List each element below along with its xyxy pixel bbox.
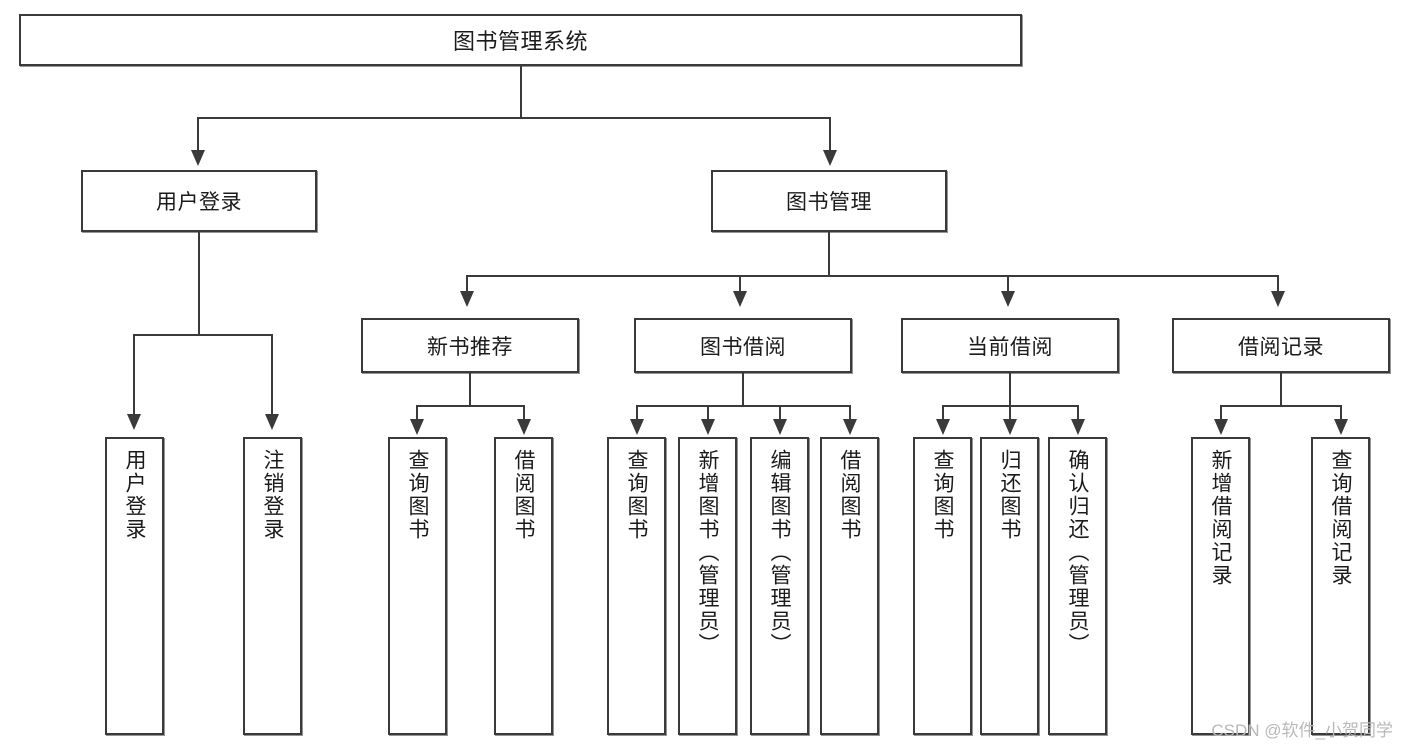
leaf-label: 新增借阅记录 [1209, 449, 1232, 587]
leaf-label: 注销登录 [261, 449, 284, 541]
connector-to-book-management [829, 117, 831, 155]
connector-br-drop-2 [1340, 405, 1342, 422]
leaf-bb-edit-book-admin[interactable]: 编辑图书（管理员） [750, 437, 809, 735]
leaf-label: 编辑图书（管理员） [768, 449, 791, 656]
node-label: 图书管理 [786, 191, 872, 214]
node-label: 图书借阅 [700, 335, 786, 359]
connector-book-management-stem [828, 232, 830, 276]
leaf-nb-query-book[interactable]: 查询图书 [388, 437, 447, 735]
connector-root-stem [520, 66, 522, 118]
connector-current-borrow-stem [1009, 373, 1011, 406]
node-book-management[interactable]: 图书管理 [711, 170, 947, 232]
arrowhead-leaf-logout [265, 414, 279, 430]
node-label: 用户登录 [156, 191, 242, 214]
connector-to-user-login [197, 117, 199, 155]
leaf-bb-query-book[interactable]: 查询图书 [607, 437, 666, 735]
node-borrow-record[interactable]: 借阅记录 [1172, 318, 1390, 373]
leaf-label: 查询借阅记录 [1329, 449, 1352, 587]
arrowhead-new-book [460, 291, 474, 307]
connector-borrow-record-stem [1280, 373, 1282, 406]
arrowhead-cb-leaf-1 [936, 419, 950, 435]
arrowhead-current-borrow [1001, 291, 1015, 307]
leaf-cb-confirm-return-admin[interactable]: 确认归还（管理员） [1048, 437, 1107, 735]
connector-user-login-stem [198, 232, 200, 335]
arrowhead-borrow-record [1271, 291, 1285, 307]
connector-bb-drop-2 [707, 405, 709, 422]
arrowhead-br-leaf-2 [1334, 419, 1348, 435]
arrowhead-bb-leaf-2 [701, 419, 715, 435]
leaf-bb-borrow-book[interactable]: 借阅图书 [820, 437, 879, 735]
connector-level2-bus [197, 117, 830, 119]
arrowhead-cb-leaf-3 [1071, 419, 1085, 435]
leaf-label: 归还图书 [998, 449, 1021, 541]
node-user-login[interactable]: 用户登录 [81, 170, 317, 232]
connector-user-login-drop-2 [271, 334, 273, 418]
csdn-watermark: CSDN @软件_小贺同学 [1211, 721, 1393, 740]
arrowhead-user-login [191, 150, 205, 166]
node-book-borrow[interactable]: 图书借阅 [634, 318, 852, 373]
arrowhead-bb-leaf-3 [773, 419, 787, 435]
arrowhead-bb-leaf-4 [843, 419, 857, 435]
leaf-label: 查询图书 [406, 449, 429, 541]
connector-new-book-drop-2 [523, 405, 525, 422]
connector-book-borrow-stem [742, 373, 744, 406]
arrowhead-nb-leaf-1 [410, 419, 424, 435]
arrowhead-nb-leaf-2 [517, 419, 531, 435]
connector-to-current-borrow [1007, 275, 1009, 295]
arrowhead-bb-leaf-1 [630, 419, 644, 435]
node-root-system[interactable]: 图书管理系统 [19, 14, 1022, 66]
connector-level3-bus [466, 275, 1278, 277]
arrowhead-book-management [823, 150, 837, 166]
leaf-label: 新增图书（管理员） [696, 449, 719, 656]
connector-cb-drop-1 [942, 405, 944, 422]
connector-borrow-record-bus [1220, 405, 1342, 407]
node-label: 借阅记录 [1238, 335, 1324, 359]
leaf-label: 查询图书 [931, 449, 954, 541]
node-current-borrow[interactable]: 当前借阅 [901, 318, 1119, 373]
leaf-user-login[interactable]: 用户登录 [105, 437, 164, 735]
connector-bb-drop-4 [849, 405, 851, 422]
connector-to-new-book [466, 275, 468, 295]
arrowhead-cb-leaf-2 [1003, 419, 1017, 435]
connector-book-borrow-bus [636, 405, 851, 407]
arrowhead-book-borrow [733, 291, 747, 307]
connector-br-drop-1 [1220, 405, 1222, 422]
leaf-bb-add-book-admin[interactable]: 新增图书（管理员） [678, 437, 737, 735]
leaf-label: 借阅图书 [512, 449, 535, 541]
node-label: 图书管理系统 [452, 29, 588, 54]
leaf-cb-query-book[interactable]: 查询图书 [913, 437, 972, 735]
connector-new-book-drop-1 [416, 405, 418, 422]
connector-bb-drop-3 [779, 405, 781, 422]
leaf-nb-borrow-book[interactable]: 借阅图书 [494, 437, 553, 735]
node-label: 新书推荐 [427, 335, 513, 359]
arrowhead-leaf-user-login [127, 414, 141, 430]
connector-new-book-bus [416, 405, 524, 407]
leaf-label: 查询图书 [625, 449, 648, 541]
leaf-cb-return-book[interactable]: 归还图书 [980, 437, 1039, 735]
leaf-label: 确认归还（管理员） [1066, 449, 1089, 656]
node-label: 当前借阅 [967, 335, 1053, 359]
connector-to-book-borrow [739, 275, 741, 295]
leaf-label: 借阅图书 [838, 449, 861, 541]
leaf-br-query-record[interactable]: 查询借阅记录 [1311, 437, 1370, 735]
connector-new-book-stem [469, 373, 471, 406]
connector-user-login-drop-1 [133, 334, 135, 418]
connector-bb-drop-1 [636, 405, 638, 422]
leaf-br-add-record[interactable]: 新增借阅记录 [1191, 437, 1250, 735]
node-new-book-recommend[interactable]: 新书推荐 [361, 318, 579, 373]
connector-user-login-bus [133, 334, 272, 336]
leaf-logout[interactable]: 注销登录 [243, 437, 302, 735]
connector-to-borrow-record [1277, 275, 1279, 295]
arrowhead-br-leaf-1 [1214, 419, 1228, 435]
connector-cb-drop-2 [1009, 405, 1011, 422]
connector-cb-drop-3 [1077, 405, 1079, 422]
leaf-label: 用户登录 [123, 449, 146, 541]
